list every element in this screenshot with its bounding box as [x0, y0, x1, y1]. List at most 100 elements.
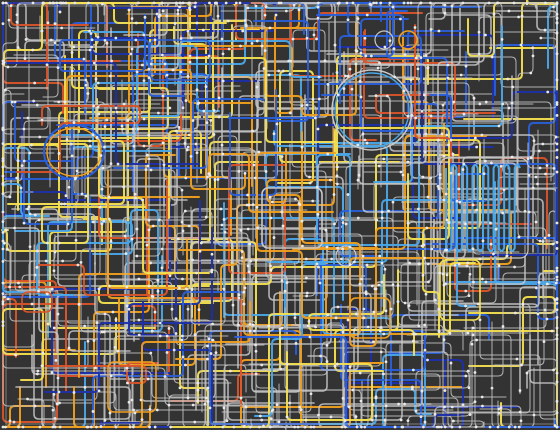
compound-node	[94, 77, 98, 81]
compound-node	[379, 326, 383, 329]
compound-node	[150, 329, 154, 333]
compound-node	[248, 242, 252, 246]
pathway-line-orange	[73, 301, 251, 428]
compound-node	[1, 165, 5, 169]
compound-node	[391, 283, 395, 287]
pathway-line-yellow	[2, 308, 117, 381]
compound-node	[97, 389, 101, 393]
pathway-line-yellow	[2, 143, 146, 244]
compound-node	[89, 425, 93, 429]
compound-node	[526, 157, 530, 161]
compound-node	[333, 222, 336, 226]
compound-node	[75, 169, 79, 173]
compound-node	[356, 178, 360, 182]
compound-node	[115, 110, 119, 114]
compound-node	[490, 161, 493, 165]
compound-node	[424, 292, 428, 296]
compound-node	[305, 36, 309, 40]
compound-node	[359, 399, 363, 403]
compound-node	[298, 405, 302, 409]
compound-node	[391, 200, 395, 204]
compound-node	[163, 375, 167, 378]
compound-node	[184, 363, 187, 367]
compound-node	[411, 368, 415, 372]
compound-node	[125, 285, 129, 289]
compound-node	[402, 153, 406, 157]
compound-node	[538, 239, 542, 243]
compound-node	[160, 247, 164, 251]
compound-node	[396, 284, 400, 287]
pathway-line-gray	[289, 143, 394, 317]
compound-node	[304, 276, 308, 280]
compound-node	[305, 291, 309, 295]
compound-node	[237, 169, 241, 173]
compound-node	[92, 61, 96, 65]
compound-node	[243, 19, 247, 22]
compound-node	[95, 136, 99, 139]
pathway-line-blue	[360, 1, 412, 57]
compound-node	[307, 319, 311, 323]
compound-node	[490, 55, 494, 59]
compound-node	[555, 170, 559, 174]
compound-node	[15, 176, 19, 180]
compound-node	[555, 371, 559, 375]
compound-node	[512, 1, 516, 5]
pathway-line-gray	[269, 258, 432, 287]
compound-node	[301, 244, 304, 248]
compound-node	[15, 20, 19, 24]
compound-node	[114, 425, 118, 429]
compound-node	[482, 172, 486, 176]
compound-node	[285, 281, 289, 285]
compound-node	[99, 154, 103, 157]
compound-node	[180, 338, 184, 342]
compound-node	[475, 208, 479, 212]
compound-node	[555, 316, 559, 319]
compound-node	[443, 389, 447, 392]
compound-node	[149, 261, 153, 265]
compound-node	[239, 44, 242, 48]
compound-node	[227, 47, 231, 51]
compound-node	[384, 360, 388, 364]
compound-node	[114, 318, 118, 322]
compound-node	[450, 425, 454, 429]
compound-node	[168, 274, 172, 278]
compound-node	[131, 127, 135, 131]
compound-node	[343, 425, 347, 429]
compound-node	[92, 104, 95, 108]
compound-node	[181, 106, 185, 110]
compound-node	[263, 13, 267, 17]
compound-node	[494, 227, 498, 231]
compound-node	[6, 297, 10, 301]
compound-node	[174, 332, 178, 335]
compound-node	[341, 216, 345, 219]
compound-node	[536, 182, 539, 186]
compound-node	[248, 329, 252, 333]
compound-node	[544, 172, 547, 176]
compound-node	[107, 217, 111, 221]
pathway-line-gray	[291, 300, 464, 407]
compound-node	[206, 386, 210, 390]
compound-node	[501, 102, 505, 106]
compound-node	[521, 302, 525, 306]
compound-node	[184, 287, 188, 291]
compound-node	[409, 78, 413, 82]
pathway-line-gray	[141, 143, 208, 246]
compound-node	[354, 415, 358, 419]
compound-node	[423, 323, 426, 327]
compound-node	[335, 182, 339, 186]
compound-node	[95, 321, 99, 325]
pathway-line-gray	[37, 119, 159, 371]
compound-node	[365, 263, 369, 267]
compound-node	[1, 192, 5, 196]
compound-node	[193, 333, 197, 336]
compound-node	[163, 62, 167, 66]
compound-node	[107, 195, 111, 199]
compound-node	[363, 425, 367, 429]
compound-node	[438, 173, 442, 176]
pathway-line-gray	[189, 2, 357, 133]
compound-node	[1, 174, 5, 178]
compound-node	[58, 401, 61, 405]
compound-node	[132, 144, 136, 148]
compound-node	[471, 333, 475, 337]
compound-node	[137, 277, 141, 281]
